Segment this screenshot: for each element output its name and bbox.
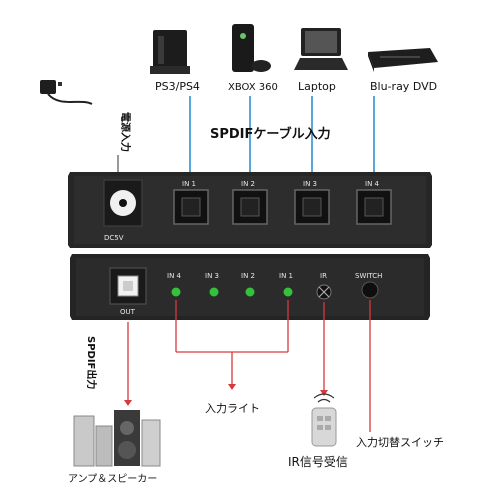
source-label-xbox: XBOX 360 <box>228 82 278 93</box>
led-label-in3: IN 3 <box>205 272 219 280</box>
input-label-4: IN 4 <box>365 180 380 188</box>
ir-sensor-icon <box>316 284 332 300</box>
spdif-input-title: SPDIFケーブル入力 <box>210 126 331 142</box>
input-label-3: IN 3 <box>303 180 317 188</box>
dc-label: DC5V <box>104 234 124 242</box>
source-label-bluray: Blu-ray DVD <box>370 80 437 93</box>
led-in2 <box>245 287 255 297</box>
optical-input-3 <box>294 189 330 225</box>
input-label-2: IN 2 <box>241 180 255 188</box>
ir-receiver-label: IR信号受信 <box>288 455 348 469</box>
bluray-player-icon <box>368 48 438 72</box>
led-label-in4: IN 4 <box>167 272 182 280</box>
source-label-ps: PS3/PS4 <box>155 80 200 93</box>
optical-input-1 <box>173 189 209 225</box>
source-label-laptop: Laptop <box>298 80 336 93</box>
led-label-in2: IN 2 <box>241 272 255 280</box>
switch-label: SWITCH <box>355 272 382 280</box>
spdif-input-cables <box>189 96 375 178</box>
led-label-in1: IN 1 <box>279 272 293 280</box>
input-label-1: IN 1 <box>182 180 196 188</box>
out-label: OUT <box>120 308 136 316</box>
speaker-label: アンプ＆スピーカー <box>68 473 157 485</box>
laptop-icon <box>294 28 348 70</box>
remote-control-icon <box>311 393 337 447</box>
switch-button-label: 入力切替スイッチ <box>356 435 444 449</box>
amp-speaker-icon <box>73 410 161 467</box>
switch-button <box>361 281 379 299</box>
led-in1 <box>283 287 293 297</box>
dc-power-jack <box>103 179 143 227</box>
led-in3 <box>209 287 219 297</box>
callout-lines <box>127 300 371 432</box>
ps-console-icon <box>150 30 190 74</box>
optical-input-2 <box>232 189 268 225</box>
led-in4 <box>171 287 181 297</box>
ir-label: IR <box>320 272 327 280</box>
input-light-label: 入力ライト <box>205 402 260 415</box>
power-input-label: 電源入力 <box>119 112 132 152</box>
optical-output-port <box>109 267 147 305</box>
callout-arrows <box>124 384 328 406</box>
power-adapter-icon <box>40 80 93 105</box>
xbox-console-icon <box>232 24 271 72</box>
spdif-output-label: SPDIF出力 <box>85 336 98 389</box>
optical-input-4 <box>356 189 392 225</box>
